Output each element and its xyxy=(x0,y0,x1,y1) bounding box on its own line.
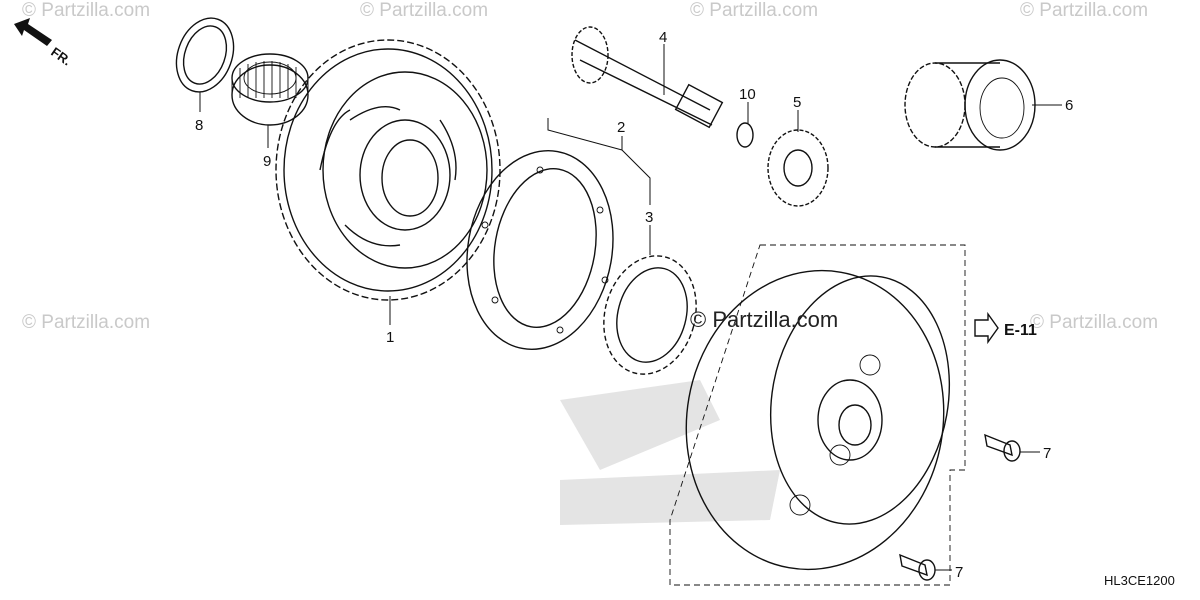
shaft-part xyxy=(571,26,724,129)
callout-2: 2 xyxy=(617,119,625,136)
snap-ring-part xyxy=(736,122,754,148)
leader-lines xyxy=(199,44,1062,571)
callouts: 8 9 1 2 3 4 10 5 6 7 7 xyxy=(195,29,1073,581)
watermark: © Partzilla.com xyxy=(22,312,150,333)
callout-10: 10 xyxy=(739,86,756,103)
flywheel-rotor-part xyxy=(685,269,951,571)
callout-8: 8 xyxy=(195,117,203,134)
callout-4: 4 xyxy=(659,29,667,46)
callout-1: 1 xyxy=(386,329,394,346)
reference-arrow: E-11 xyxy=(974,311,1037,345)
callout-6: 6 xyxy=(1065,97,1073,114)
watermark: © Partzilla.com xyxy=(1020,0,1148,21)
watermark: © Partzilla.com xyxy=(22,0,150,21)
callout-7-upper: 7 xyxy=(1043,445,1051,462)
watermark: © Partzilla.com xyxy=(360,0,488,21)
bolt-part-lower xyxy=(899,553,936,581)
front-direction-arrow-icon: FR. xyxy=(14,18,74,68)
honda-logo-watermark xyxy=(560,380,780,525)
callout-3: 3 xyxy=(645,209,653,226)
watermarks: © Partzilla.com © Partzilla.com © Partzi… xyxy=(22,0,1158,333)
diagram-code: HL3CE1200 xyxy=(1104,573,1175,588)
callout-7-lower: 7 xyxy=(955,564,963,581)
one-way-clutch-part xyxy=(603,255,697,375)
callout-9: 9 xyxy=(263,153,271,170)
gear-assembly-part xyxy=(904,59,1036,151)
washer-part xyxy=(175,17,235,93)
needle-bearing-part xyxy=(231,53,309,126)
bolt-part-upper xyxy=(984,433,1021,462)
watermark: © Partzilla.com xyxy=(1030,312,1158,333)
reference-label: E-11 xyxy=(1004,322,1037,339)
watermark: © Partzilla.com xyxy=(690,0,818,21)
callout-5: 5 xyxy=(793,94,801,111)
one-way-clutch-housing-part xyxy=(466,150,614,350)
direction-label: FR. xyxy=(48,44,74,68)
center-watermark: © Partzilla.com xyxy=(690,307,838,332)
starter-driven-gear-part xyxy=(275,39,501,301)
gear-part xyxy=(767,129,829,207)
subassembly-boundary xyxy=(669,244,966,586)
